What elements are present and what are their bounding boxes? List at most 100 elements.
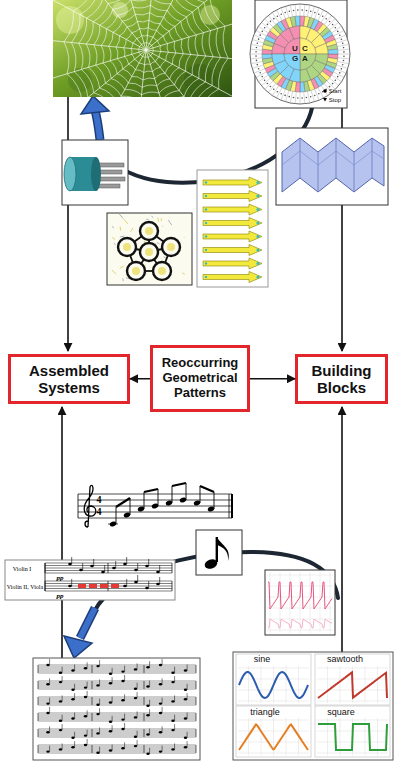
network-core: [158, 267, 166, 275]
figure-label: Stop: [329, 97, 341, 103]
staff-line: [38, 671, 196, 672]
codon-dot: [293, 10, 295, 12]
codon-tick: [304, 4, 305, 16]
note-head: [184, 746, 187, 748]
score-sheet-frame: [33, 658, 200, 760]
guide-arrow: [341, 407, 343, 652]
network-texture: [131, 228, 133, 232]
note-head: [121, 728, 124, 730]
bar-line: [144, 681, 145, 689]
bar-line: [144, 665, 145, 673]
staff-line: [38, 687, 196, 688]
note-stem: [112, 697, 113, 703]
note-stem: [74, 665, 75, 671]
codon-tick: [318, 10, 324, 21]
note-stem: [116, 507, 117, 524]
note-stem: [187, 684, 188, 690]
note-beam: [116, 498, 130, 507]
note-head: [59, 700, 62, 702]
note-stem: [174, 724, 175, 730]
web-ring: [131, 35, 161, 65]
note-stem: [162, 678, 163, 684]
note-head: [159, 731, 162, 733]
note-stem: [174, 743, 175, 749]
network-icon: [112, 214, 185, 281]
codon-dot: [259, 34, 261, 36]
strand-arrow: [203, 177, 262, 188]
note-head: [46, 702, 49, 704]
staff-line: [38, 745, 196, 746]
grid-line: [267, 630, 333, 631]
codon-wheel: [250, 4, 350, 104]
note-stem: [87, 691, 88, 697]
note-stem: [99, 699, 100, 705]
codon-dot: [301, 9, 303, 11]
note-head: [134, 697, 137, 699]
codon-dot: [255, 55, 257, 57]
codon-dot: [257, 64, 259, 66]
waveform-plot: [267, 572, 333, 633]
ledger-line: [108, 524, 118, 525]
codon-tick: [338, 58, 350, 59]
strand-arrow: [203, 258, 262, 269]
note-head: [121, 747, 124, 749]
note-head: [84, 686, 87, 688]
codon-dot: [318, 93, 320, 95]
connector-arrow: [130, 378, 150, 380]
note-stem: [137, 683, 138, 689]
note-stem: [186, 483, 187, 500]
codon-dot: [270, 21, 272, 23]
note-stem: [115, 561, 116, 568]
bar-line: [172, 563, 173, 573]
codon-dot: [310, 96, 312, 98]
strand-arrow: [203, 218, 262, 229]
grid-line: [286, 666, 287, 703]
bar-line: [92, 697, 93, 705]
network-ring: [140, 243, 158, 261]
strand-tip: [205, 276, 207, 278]
network-ring: [153, 262, 171, 280]
figure-label: sawtooth: [327, 655, 363, 664]
box-text: Building Blocks: [301, 362, 382, 397]
staff-line: [38, 737, 196, 738]
codon-dot: [335, 79, 337, 81]
staff-line: [38, 733, 196, 734]
grid-line: [267, 608, 333, 609]
codon-tick: [311, 6, 314, 17]
highlight-note: [78, 584, 86, 588]
grid-line: [327, 666, 328, 703]
note-head: [59, 720, 62, 722]
note-head: [68, 585, 72, 588]
strand-tip: [256, 235, 259, 238]
grid-line: [238, 720, 309, 721]
codon-dot: [256, 47, 258, 49]
note-stem: [99, 727, 100, 733]
grid-line: [290, 572, 291, 633]
codon-tick: [256, 30, 267, 36]
codon-dot: [306, 97, 308, 99]
codon-dot: [270, 86, 272, 88]
codon-tick: [315, 89, 320, 100]
codon-dot: [257, 42, 259, 44]
network-texture: [183, 237, 185, 238]
staff-line: [45, 591, 172, 592]
staff-line: [38, 705, 196, 706]
note-stem: [187, 665, 188, 671]
bar-line: [231, 494, 233, 518]
waveform-frame: [265, 570, 335, 635]
network-texture: [151, 216, 153, 217]
note-flag: [217, 537, 229, 561]
bar-line: [196, 681, 197, 689]
note-head: [46, 750, 49, 752]
codon-tick: [315, 8, 320, 19]
codon-dot: [261, 76, 263, 78]
note-head: [96, 732, 99, 734]
note-stem: [49, 659, 50, 665]
codon-tick: [337, 44, 349, 46]
note-head: [145, 565, 149, 568]
bar-line: [144, 729, 145, 737]
codon-dot: [329, 21, 331, 23]
network-core: [145, 248, 153, 256]
codon-segment: [300, 69, 311, 82]
codon-dot: [332, 24, 334, 26]
